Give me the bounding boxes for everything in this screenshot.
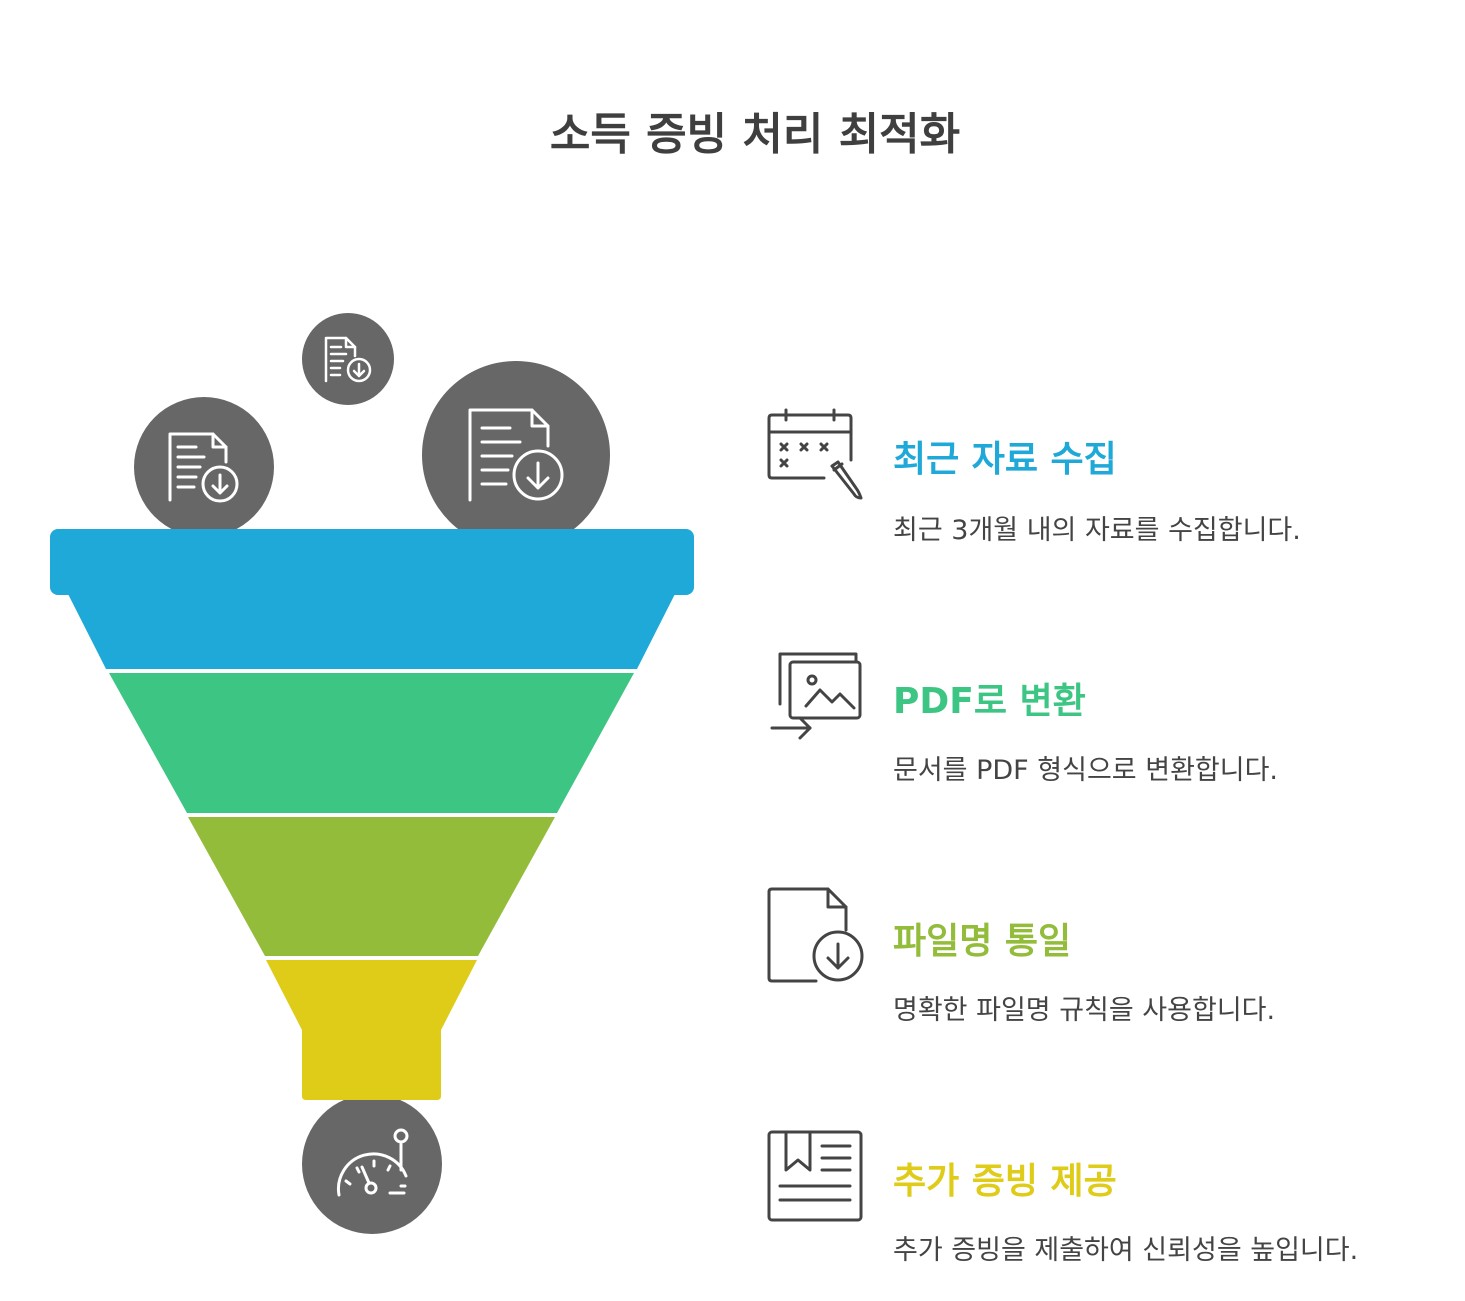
document-bookmark-icon xyxy=(767,1130,863,1222)
step-description-2: 문서를 PDF 형식으로 변환합니다. xyxy=(893,755,1279,786)
funnel-section-1 xyxy=(50,529,694,669)
speedometer-icon xyxy=(336,1128,409,1197)
step-title-1: 최근 자료 수집 xyxy=(893,439,1117,480)
funnel-diagram xyxy=(50,313,694,1234)
output-circle xyxy=(302,1094,442,1234)
input-document-left xyxy=(134,397,274,537)
step-title-2: PDF로 변환 xyxy=(893,681,1086,722)
funnel-section-2 xyxy=(109,673,634,813)
step-description-3: 명확한 파일명 규칙을 사용합니다. xyxy=(893,995,1276,1026)
funnel-section-4 xyxy=(266,960,477,1100)
document-download-icon xyxy=(468,408,564,502)
diagram-title: 소득 증빙 처리 최적화 xyxy=(549,109,961,160)
step-title-4: 추가 증빙 제공 xyxy=(893,1161,1117,1202)
step-description-1: 최근 3개월 내의 자료를 수집합니다. xyxy=(893,515,1301,546)
step-description-4: 추가 증빙을 제출하여 신뢰성을 높입니다. xyxy=(893,1235,1359,1266)
input-document-large xyxy=(422,361,610,549)
document-download-icon xyxy=(324,336,372,383)
step-title-3: 파일명 통일 xyxy=(893,921,1072,962)
calendar-pen-icon xyxy=(767,408,863,500)
funnel-section-3 xyxy=(188,817,555,956)
input-document-small xyxy=(302,313,394,405)
image-convert-icon xyxy=(770,652,862,740)
file-download-icon xyxy=(767,887,864,983)
document-download-icon xyxy=(168,432,239,503)
